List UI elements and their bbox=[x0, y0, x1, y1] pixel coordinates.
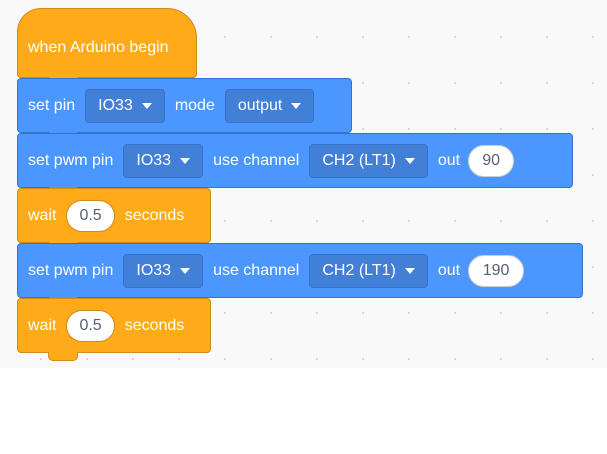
pwm-pin-dropdown-value: IO33 bbox=[136, 151, 172, 169]
pwm-pin-dropdown-value: IO33 bbox=[136, 261, 172, 279]
code-workspace[interactable]: when Arduino begin set pin IO33 mode out… bbox=[0, 0, 607, 368]
set-pwm-pin-label: set pwm pin bbox=[28, 151, 114, 169]
mode-dropdown[interactable]: output bbox=[224, 88, 315, 123]
set-pin-label: set pin bbox=[28, 96, 76, 114]
channel-dropdown[interactable]: CH2 (LT1) bbox=[309, 143, 428, 178]
seconds-label: seconds bbox=[124, 316, 185, 334]
wait-block[interactable]: wait 0.5 seconds bbox=[17, 188, 211, 251]
mode-dropdown-value: output bbox=[237, 96, 283, 114]
pwm-pin-dropdown[interactable]: IO33 bbox=[123, 143, 204, 178]
out-label: out bbox=[437, 261, 461, 279]
channel-dropdown-value: CH2 (LT1) bbox=[322, 151, 396, 169]
when-arduino-begin-block[interactable]: when Arduino begin bbox=[17, 8, 197, 86]
channel-dropdown-value: CH2 (LT1) bbox=[322, 261, 396, 279]
use-channel-label: use channel bbox=[213, 261, 300, 279]
set-pwm-pin-block[interactable]: set pwm pin IO33 use channel CH2 (LT1) o… bbox=[17, 133, 573, 196]
pin-dropdown[interactable]: IO33 bbox=[85, 88, 165, 123]
channel-dropdown[interactable]: CH2 (LT1) bbox=[309, 253, 428, 288]
blank-area bbox=[0, 368, 607, 454]
wait-seconds-input[interactable]: 0.5 bbox=[66, 199, 115, 232]
use-channel-label: use channel bbox=[213, 151, 300, 169]
caret-down-icon bbox=[180, 267, 191, 274]
wait-label: wait bbox=[28, 316, 57, 334]
set-pwm-pin-label: set pwm pin bbox=[28, 261, 114, 279]
pwm-pin-dropdown[interactable]: IO33 bbox=[123, 253, 204, 288]
pwm-out-value-input[interactable]: 190 bbox=[468, 254, 525, 287]
caret-down-icon bbox=[180, 157, 191, 164]
caret-down-icon bbox=[291, 102, 302, 109]
hat-block-label: when Arduino begin bbox=[28, 39, 169, 56]
out-label: out bbox=[437, 151, 461, 169]
wait-label: wait bbox=[28, 206, 57, 224]
wait-block[interactable]: wait 0.5 seconds bbox=[17, 298, 211, 361]
pwm-out-value-input[interactable]: 90 bbox=[468, 144, 515, 177]
block-notch bbox=[48, 352, 78, 361]
seconds-label: seconds bbox=[124, 206, 185, 224]
caret-down-icon bbox=[404, 267, 415, 274]
pin-dropdown-value: IO33 bbox=[98, 96, 133, 114]
set-pwm-pin-block[interactable]: set pwm pin IO33 use channel CH2 (LT1) o… bbox=[17, 243, 583, 306]
mode-label: mode bbox=[174, 96, 215, 114]
wait-seconds-input[interactable]: 0.5 bbox=[66, 309, 115, 342]
set-pin-block[interactable]: set pin IO33 mode output bbox=[17, 78, 352, 141]
caret-down-icon bbox=[141, 102, 152, 109]
caret-down-icon bbox=[404, 157, 415, 164]
